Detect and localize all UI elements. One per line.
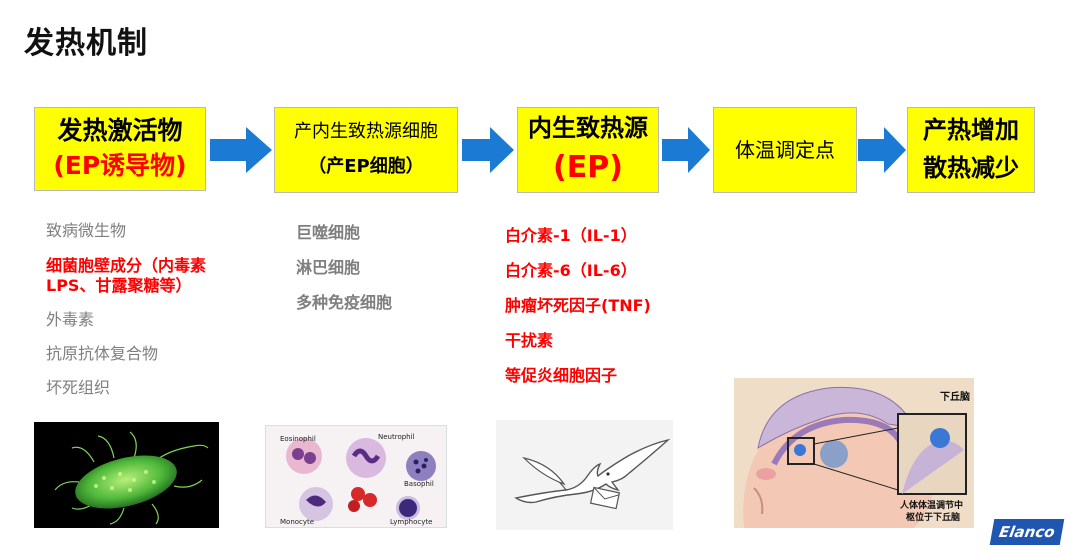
list-item: 巨噬细胞 — [296, 223, 361, 242]
list-item: 外毒素 — [46, 310, 95, 329]
activator-list: 致病微生物 细菌胞壁成分（内毒素 LPS、甘露聚糖等） 外毒素 抗原抗体复合物 … — [46, 221, 206, 398]
flow-box-activator: 发热激活物 (EP诱导物) — [34, 107, 206, 191]
flow-box-heat: 产热增加 散热减少 — [907, 107, 1035, 193]
flow-box-setpoint-line1: 体温调定点 — [735, 137, 835, 162]
flow-box-activator-line1: 发热激活物 — [57, 116, 183, 146]
list-item: 肿瘤坏死因子(TNF) — [505, 296, 651, 315]
label-monocyte: Monocyte — [280, 518, 314, 526]
page-title: 发热机制 — [24, 26, 148, 61]
flow-arrow-2 — [462, 127, 514, 173]
flow-arrow-3 — [662, 127, 710, 173]
cells-list: 巨噬细胞 淋巴细胞 多种免疫细胞 — [296, 223, 392, 313]
list-item: 抗原抗体复合物 — [46, 344, 159, 363]
brain-caption-2: 枢位于下丘脑 — [906, 511, 960, 523]
brain-image: 下丘脑 人体体温调节中 枢位于下丘脑 — [734, 378, 974, 528]
label-neutrophil: Neutrophil — [378, 433, 415, 441]
hypothalamus-label: 下丘脑 — [940, 390, 970, 403]
list-item: 致病微生物 — [46, 221, 127, 240]
flow-box-ep-cells-line2: （产EP细胞） — [308, 156, 424, 177]
flow-box-activator-line2: (EP诱导物) — [53, 151, 187, 180]
label-lymphocyte: Lymphocyte — [390, 518, 432, 526]
flow-box-pyrogen: 内生致热源 (EP) — [517, 107, 659, 193]
list-item: 坏死组织 — [46, 378, 111, 397]
flow-box-setpoint: 体温调定点 — [713, 107, 857, 193]
elanco-logo: Elanco — [989, 519, 1065, 545]
label-eosinophil: Eosinophil — [280, 435, 316, 443]
blood-cells-image: Eosinophil Neutrophil Basophil Monocyte … — [265, 425, 447, 528]
list-item: 淋巴细胞 — [296, 258, 361, 277]
label-basophil: Basophil — [404, 480, 434, 488]
list-item: 等促炎细胞因子 — [505, 366, 618, 385]
list-item: 白介素-6（IL-6） — [505, 261, 637, 280]
flow-box-ep-cells-line1: 产内生致热源细胞 — [294, 121, 438, 143]
list-item: 干扰素 — [505, 331, 554, 350]
flow-box-pyrogen-line2: (EP) — [553, 149, 623, 185]
flow-box-pyrogen-line1: 内生致热源 — [528, 113, 648, 142]
bacteria-image — [34, 422, 219, 528]
list-item: 白介素-1（IL-1） — [505, 226, 637, 245]
flow-arrow-4 — [858, 127, 906, 173]
pyrogen-list: 白介素-1（IL-1） 白介素-6（IL-6） 肿瘤坏死因子(TNF) 干扰素 … — [505, 226, 651, 386]
brain-caption-1: 人体体温调节中 — [899, 499, 963, 511]
list-item: 多种免疫细胞 — [296, 293, 393, 312]
flow-box-heat-line1: 产热增加 — [923, 116, 1019, 145]
list-item: 细菌胞壁成分（内毒素 — [46, 256, 207, 275]
flow-box-heat-line2: 散热减少 — [923, 154, 1019, 182]
flow-arrow-1 — [210, 127, 272, 173]
flow-box-ep-cells: 产内生致热源细胞 （产EP细胞） — [274, 107, 458, 193]
bird-image — [496, 420, 673, 530]
list-item: LPS、甘露聚糖等） — [46, 276, 192, 295]
